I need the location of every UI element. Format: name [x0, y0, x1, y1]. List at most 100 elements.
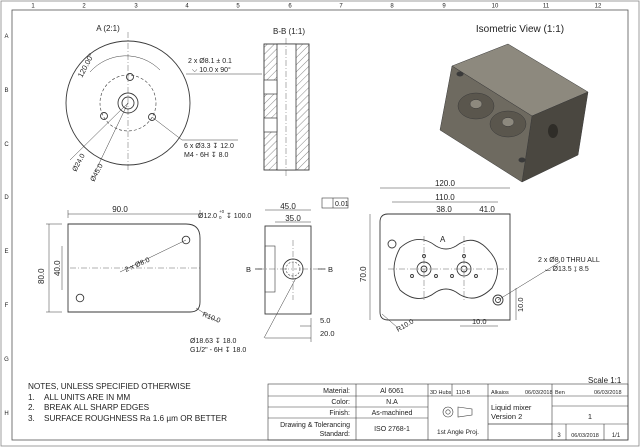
flatness-frame [321, 197, 349, 209]
bore-tol-upper: +0 [219, 209, 225, 214]
drawing-subtitle: Version 2 [491, 412, 522, 421]
top-hole [492, 294, 504, 306]
ruler-label: 7 [339, 4, 343, 10]
section-mark-right: B [328, 265, 333, 274]
color-label: Color: [331, 399, 350, 406]
approved-date: 06/03/2018 [594, 390, 622, 396]
ruler-label: 4 [185, 4, 189, 10]
ruler-label: 5 [236, 4, 240, 10]
side-dim-45: 45.0 [280, 202, 296, 211]
top-dim-70: 70.0 [359, 266, 368, 282]
ruler-label: 10 [492, 4, 499, 10]
top-dim-41: 41.0 [479, 205, 495, 214]
date-value: 06/03/2018 [571, 433, 599, 439]
mount-hole [148, 113, 156, 121]
top-outline [379, 213, 511, 321]
standard-label-2: Standard: [320, 431, 350, 438]
finish-value: As-machined [372, 410, 413, 417]
iso-hole [518, 157, 526, 163]
revision-value: 3 [557, 433, 561, 439]
section-port [263, 117, 278, 133]
top-dim-120: 120.0 [435, 179, 456, 188]
note-number: 3. [28, 413, 35, 423]
created-by: Alkaios [491, 390, 509, 396]
top-radius: R10.0 [396, 318, 416, 333]
finish-label: Finish: [329, 410, 350, 417]
dwg-no-value: 1 [588, 412, 592, 421]
note-item: 3. SURFACE ROUGHNESS Ra 1.6 µm OR BETTER [28, 414, 227, 425]
front-outline [67, 223, 201, 313]
ruler-label: D [4, 195, 9, 201]
note-item: 1. ALL UNITS ARE IN MM [28, 393, 227, 404]
projection-method: 1st Angle Proj. [437, 429, 479, 436]
ruler-label: F [5, 303, 9, 309]
callout-leader [497, 261, 561, 301]
isometric-model [439, 43, 589, 183]
ruler-label: 6 [288, 4, 292, 10]
side-bore-depth: ↧ 100.0 [226, 212, 251, 220]
detail-mark-a: A [440, 235, 446, 244]
side-ruler: A B C D E F G H [4, 34, 9, 417]
side-bore-dia: Ø12.0 [198, 213, 217, 220]
iso-side-port [548, 124, 558, 138]
general-notes: NOTES, UNLESS SPECIFIED OTHERWISE 1. ALL … [28, 382, 227, 424]
dia-leader [94, 102, 129, 173]
section-port [263, 79, 278, 95]
material-value: Al 6061 [380, 388, 404, 395]
front-hole-callout: 2 x Ø8.0 [124, 257, 151, 274]
note-text: ALL UNITS ARE IN MM [44, 392, 131, 402]
ruler-label: H [4, 411, 8, 417]
top-view [369, 187, 561, 329]
ruler-label: 12 [595, 4, 602, 10]
top-hole-callout: 2 x Ø8.0 THRU ALL [538, 257, 600, 264]
top-dim-110: 110.0 [435, 193, 455, 202]
detail-view-a: A (2:1) [65, 24, 238, 173]
dia-inner-label: Ø24.0 [72, 153, 87, 173]
detail-a-title: A (2:1) [96, 24, 120, 33]
section-bb-title: B-B (1:1) [273, 27, 305, 36]
radius-leader [195, 307, 219, 323]
side-view [255, 197, 349, 342]
callout-leader [151, 116, 183, 141]
dia-leader [69, 102, 129, 161]
ruler-label: 1 [31, 4, 35, 10]
angle-arc [89, 55, 161, 73]
bore-tol-lower: 0 [219, 215, 222, 220]
ruler-label: E [4, 249, 8, 255]
thread-callout: M4 - 6H ↧ 8.0 [184, 151, 228, 159]
ruler-label: G [4, 357, 9, 363]
top-hole-inner [495, 297, 501, 303]
drawing-scale: Scale 1:1 [588, 376, 622, 385]
side-dim-5: 5.0 [320, 316, 330, 325]
standard-value: ISO 2768-1 [374, 426, 410, 433]
isometric-title: Isometric View (1:1) [476, 24, 564, 35]
side-thread-spec: G1/2" - 6H ↧ 18.0 [190, 346, 246, 354]
front-radius: R10.0 [201, 311, 221, 325]
dia-outer-label: Ø45.0 [90, 163, 105, 183]
top-dim-10-vertical: 10.0 [516, 297, 525, 312]
drawing-number: 110-B [456, 390, 471, 396]
note-text: SURFACE ROUGHNESS Ra 1.6 µm OR BETTER [44, 413, 228, 423]
hole-leader [119, 239, 187, 273]
ruler-label: A [4, 34, 8, 40]
side-dim-35: 35.0 [285, 214, 301, 223]
iso-hole [456, 71, 464, 77]
mixer-pocket [393, 239, 498, 299]
ruler-label: 11 [543, 4, 550, 10]
top-hole [387, 239, 397, 249]
top-cbore-callout: ⌴ Ø13.5 ↧ 8.5 [545, 266, 589, 273]
notes-title: NOTES, UNLESS SPECIFIED OTHERWISE [28, 382, 191, 391]
iso-front-face [439, 65, 533, 183]
note-number: 1. [28, 392, 35, 402]
ruler-label: 9 [442, 4, 446, 10]
title-block-frame [267, 383, 629, 441]
note-text: BREAK ALL SHARP EDGES [44, 403, 150, 413]
section-view-bb: B-B (1:1) [186, 27, 310, 176]
ruler-label: 8 [390, 4, 394, 10]
iso-bore [501, 117, 515, 127]
bolt-circle [99, 74, 157, 132]
note-number: 2. [28, 403, 35, 413]
section-mark-left: B [246, 265, 251, 274]
csink-angle-callout: ⌵ 10.0 x 90° [192, 66, 231, 74]
